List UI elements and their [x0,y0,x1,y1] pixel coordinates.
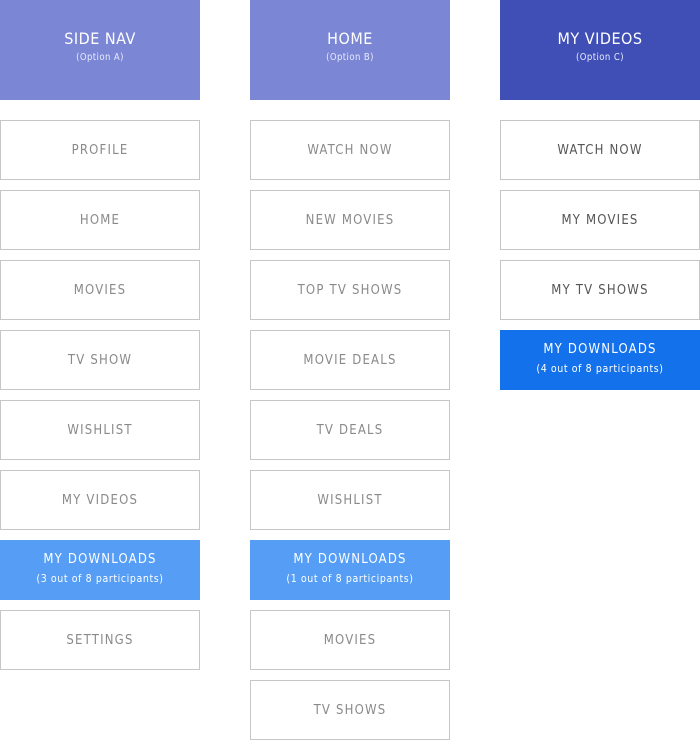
nav-item-label: SETTINGS [66,632,134,648]
nav-item-label: MY DOWNLOADS [543,342,657,357]
nav-item-label: HOME [79,212,121,228]
nav-item[interactable]: MOVIES [0,260,200,320]
nav-item[interactable]: MOVIE DEALS [250,330,450,390]
column-subtitle: (Option B) [326,52,374,63]
nav-item[interactable]: MY VIDEOS [0,470,200,530]
nav-item[interactable]: TV DEALS [250,400,450,460]
nav-item-highlighted[interactable]: MY DOWNLOADS (3 out of 8 participants) [0,540,200,600]
nav-item[interactable]: TV SHOWS [250,680,450,740]
nav-item-label: WATCH NOW [557,142,643,158]
nav-item-highlighted[interactable]: MY DOWNLOADS (4 out of 8 participants) [500,330,700,390]
nav-item-label: TOP TV SHOWS [297,282,403,298]
nav-item[interactable]: PROFILE [0,120,200,180]
nav-item[interactable]: SETTINGS [0,610,200,670]
nav-item-label: TV SHOWS [313,702,387,718]
nav-item-list: WATCH NOW NEW MOVIES TOP TV SHOWS MOVIE DEA… [250,120,450,740]
nav-item[interactable]: MY MOVIES [500,190,700,250]
nav-item-label: WISHLIST [317,492,383,508]
nav-item[interactable]: WISHLIST [250,470,450,530]
nav-item[interactable]: HOME [0,190,200,250]
column-header: MY VIDEOS (Option C) [500,0,700,100]
participant-count: (4 out of 8 participants) [536,363,664,375]
column-title: SIDE NAV [64,29,136,48]
nav-item[interactable]: WATCH NOW [250,120,450,180]
nav-item-label: MY TV SHOWS [551,282,649,298]
nav-item-label: WISHLIST [67,422,133,438]
column-header: SIDE NAV (Option A) [0,0,200,100]
column-header: HOME (Option B) [250,0,450,100]
nav-item[interactable]: MOVIES [250,610,450,670]
nav-item-label: MOVIE DEALS [303,352,397,368]
nav-item-label: MOVIES [323,632,377,648]
nav-item[interactable]: MY TV SHOWS [500,260,700,320]
column-title: MY VIDEOS [557,29,643,48]
nav-item-label: NEW MOVIES [305,212,395,228]
nav-item[interactable]: TV SHOW [0,330,200,390]
nav-item-label: MOVIES [73,282,127,298]
participant-count: (3 out of 8 participants) [36,573,164,585]
column-subtitle: (Option A) [76,52,124,63]
nav-item-label: TV DEALS [316,422,384,438]
nav-item-label: MY MOVIES [561,212,639,228]
nav-item[interactable]: TOP TV SHOWS [250,260,450,320]
column-home: HOME (Option B) WATCH NOW NEW MOVIES TOP T… [250,0,450,750]
nav-item[interactable]: WISHLIST [0,400,200,460]
nav-item[interactable]: NEW MOVIES [250,190,450,250]
nav-item-label: WATCH NOW [307,142,393,158]
column-title: HOME [327,29,373,48]
nav-item-label: MY DOWNLOADS [43,552,157,567]
nav-item[interactable]: WATCH NOW [500,120,700,180]
column-side-nav: SIDE NAV (Option A) PROFILE HOME MOVIES TV … [0,0,200,680]
column-my-videos: MY VIDEOS (Option C) WATCH NOW MY MOVIES M… [500,0,700,400]
nav-item-label: MY VIDEOS [61,492,139,508]
nav-item-label: PROFILE [71,142,129,158]
nav-item-highlighted[interactable]: MY DOWNLOADS (1 out of 8 participants) [250,540,450,600]
nav-item-list: WATCH NOW MY MOVIES MY TV SHOWS MY DOWNLOAD… [500,120,700,390]
nav-item-label: TV SHOW [67,352,133,368]
nav-item-label: MY DOWNLOADS [293,552,407,567]
nav-item-list: PROFILE HOME MOVIES TV SHOW WISHLIST MY VIDEO… [0,120,200,670]
column-subtitle: (Option C) [576,52,624,63]
participant-count: (1 out of 8 participants) [286,573,414,585]
